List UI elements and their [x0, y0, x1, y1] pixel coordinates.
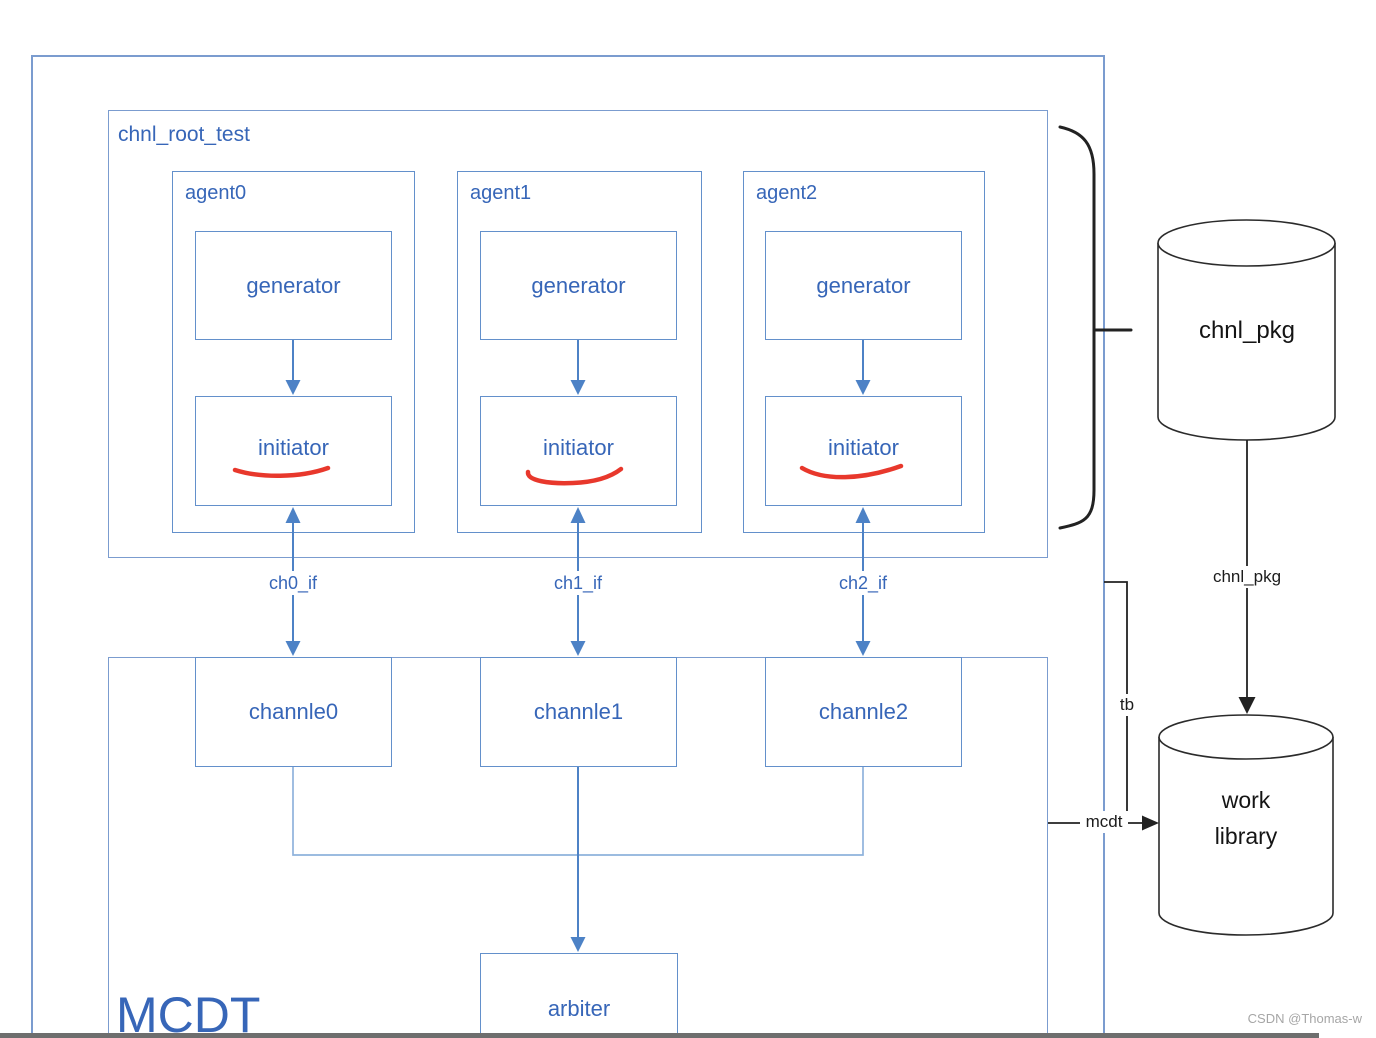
- agent0-initiator-label: initiator: [258, 435, 329, 460]
- testbench-outer-box: [31, 55, 1105, 1038]
- channel0-label: channle0: [248, 699, 339, 724]
- agent0-generator-box: generator: [195, 231, 392, 340]
- window-bottom-bar: [0, 1033, 1319, 1038]
- agent1-label: agent1: [470, 182, 532, 204]
- agent0-generator-label: generator: [246, 272, 341, 298]
- arbiter-box: arbiter: [480, 953, 678, 1038]
- edge-tb-label: tb: [1113, 694, 1141, 716]
- edge-chnl-pkg-label: chnl_pkg: [1207, 566, 1287, 588]
- arbiter-label: arbiter: [547, 996, 611, 1021]
- work-library-cylinder-label: work library: [1214, 787, 1278, 849]
- agent2-initiator-label: initiator: [828, 435, 899, 460]
- agent1-initiator-label: initiator: [543, 435, 614, 460]
- agent2-generator-label: generator: [816, 272, 911, 298]
- ch0-if-label: ch0_if: [263, 571, 323, 595]
- ch1-if-label: ch1_if: [548, 571, 608, 595]
- channel2-label: channle2: [818, 699, 909, 724]
- agent2-box: agent2: [743, 171, 985, 533]
- channel0-box: channle0: [195, 657, 392, 767]
- agent1-generator-box: generator: [480, 231, 677, 340]
- agent2-generator-box: generator: [765, 231, 962, 340]
- edge-mcdt-label: mcdt: [1080, 811, 1128, 833]
- agent1-box: agent1: [457, 171, 702, 533]
- agent0-label: agent0: [185, 182, 247, 204]
- csdn-watermark: CSDN @Thomas-w: [1247, 1011, 1362, 1026]
- agent2-label: agent2: [756, 182, 818, 204]
- chnl-pkg-cylinder-label: chnl_pkg: [1198, 317, 1296, 344]
- channel1-box: channle1: [480, 657, 677, 767]
- agent1-generator-label: generator: [531, 272, 626, 298]
- channel1-label: channle1: [533, 699, 624, 724]
- chnl-root-test-label: chnl_root_test: [118, 123, 250, 146]
- ch2-if-label: ch2_if: [833, 571, 893, 595]
- mcdt-label: MCDT: [116, 987, 261, 1038]
- agent0-initiator-box: initiator: [195, 396, 392, 506]
- agent1-initiator-box: initiator: [480, 396, 677, 506]
- channel2-box: channle2: [765, 657, 962, 767]
- agent2-initiator-box: initiator: [765, 396, 962, 506]
